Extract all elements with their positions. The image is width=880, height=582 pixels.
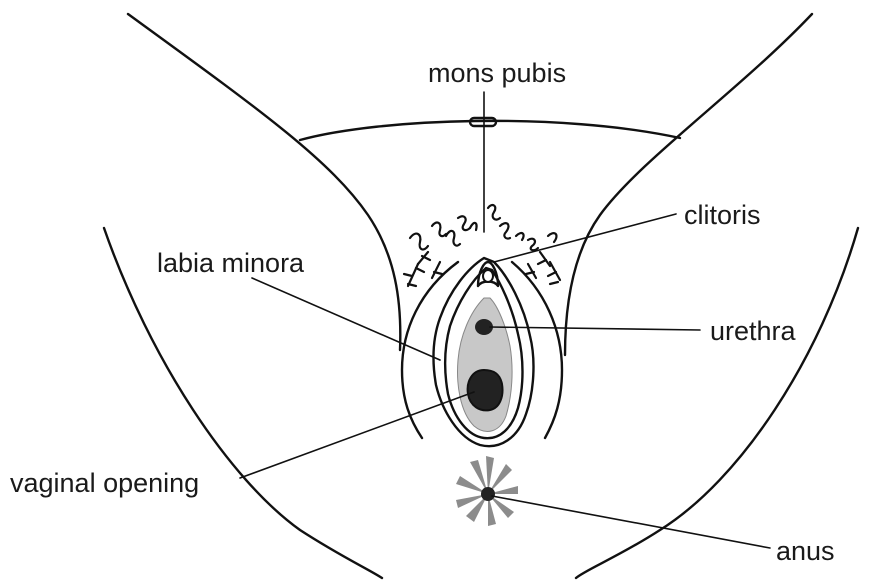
label-anus: anus <box>776 536 835 566</box>
labia-majora-left <box>402 262 458 438</box>
vestibule <box>458 298 513 431</box>
vaginal-opening-shape <box>468 370 503 410</box>
vulva <box>433 258 533 446</box>
left-thigh-outline <box>128 14 400 350</box>
label-clitoris: clitoris <box>684 200 761 230</box>
label-vaginal-opening: vaginal opening <box>10 468 199 498</box>
vaginal-opening-leader <box>240 392 474 478</box>
label-mons-pubis: mons pubis <box>428 58 566 88</box>
urethra-leader <box>490 327 700 330</box>
abdomen-arc <box>300 121 680 140</box>
left-buttock-outline <box>104 228 382 578</box>
label-labia-minora: labia minora <box>157 248 305 278</box>
right-buttock-outline <box>576 228 858 578</box>
clitoris-shape <box>483 270 493 282</box>
right-thigh-outline <box>565 14 812 355</box>
pubic-hair <box>404 205 560 286</box>
anus-shape <box>456 456 518 526</box>
body-outline <box>104 14 858 578</box>
label-urethra: urethra <box>710 316 797 346</box>
labia-majora-right <box>512 262 562 438</box>
anus-leader <box>492 496 770 548</box>
clitoris-leader <box>494 214 676 262</box>
